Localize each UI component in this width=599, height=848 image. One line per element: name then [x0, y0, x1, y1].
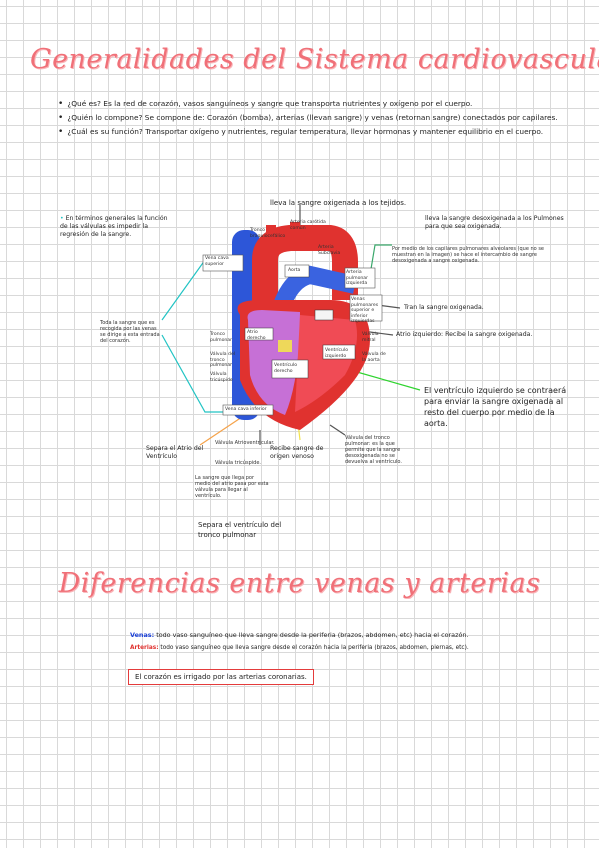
venas-text: todo vaso sanguíneo que lleva sangre des… [154, 631, 469, 639]
left-note-2: Toda la sangre que es recogida por las v… [100, 320, 160, 344]
label-valv-pulm: Válvula del tronco pulmonar [210, 352, 236, 368]
venas-definition: Venas: todo vaso sanguíneo que lleva san… [130, 631, 468, 639]
heart-shape [232, 222, 370, 430]
bottom-mid-note-5: Recibe sangre de origen venoso [270, 445, 324, 460]
label-ventr-izq: Ventrículo izquierdo [325, 348, 349, 359]
right-bottom-note: El ventrículo izquierdo se contraerá par… [424, 386, 567, 428]
arterias-text: todo vaso sanguíneo que lleva sangre des… [158, 645, 469, 651]
tricuspid-valve [278, 340, 292, 352]
box-vena-sup [202, 254, 244, 272]
bullet-text: ¿Quién lo compone? Se compone de: Corazó… [67, 113, 558, 122]
left-ventricle [295, 315, 358, 412]
label-tronco-braq: Tronco braquiocefálico [250, 228, 286, 239]
label-box-aorta [284, 264, 310, 278]
coronary-note-box: El corazón es irrigado por las arterias … [128, 669, 314, 685]
label-carotida: Arteria carótida común [290, 220, 326, 231]
label-vena-inf: Vena cava inferior [225, 407, 267, 412]
down-arrow-2 [329, 424, 346, 436]
right-top-note: lleva la sangre desoxigenada a los Pulmo… [425, 215, 564, 230]
arterias-definition: Arterias: todo vaso sanguíneo que lleva … [130, 645, 469, 651]
bottom-mid-note-2: Válvula tricúspide. [215, 460, 261, 466]
label-vena-sup: Vena cava superior [205, 256, 229, 267]
bottom-mid-note-3: La sangre que llega por medio del atrio … [195, 475, 269, 499]
right-mid-note-1: Tran la sangre oxigenada. [404, 304, 484, 311]
label-box-atrio [244, 327, 274, 341]
label-box-ventr [271, 359, 309, 379]
label-valv-mitral: Válvula mitral [362, 332, 379, 343]
label-aorta: Aorta [288, 268, 301, 273]
aorta-arch [252, 225, 358, 330]
bullet-text: ¿Cuál es su función? Transportar oxígeno… [67, 127, 544, 136]
bottom-right-note: Válvula del tronco pulmonar: es la que p… [345, 435, 402, 465]
branch-1 [266, 225, 276, 250]
label-art-pulm: Arteria pulmonar izquierda [346, 270, 369, 286]
right-top-small-note: Por medio de los capilares pulmonares al… [392, 246, 545, 264]
branch-2 [290, 222, 300, 247]
right-mid-note-2: Atrio izquierdo: Recibe la sangre oxigen… [396, 331, 533, 338]
box-venas-pulm [349, 294, 383, 322]
page-title: Generalidades del Sistema cardiovascular [30, 44, 599, 75]
box-vena-inf [222, 404, 274, 416]
arterias-label: Arterias: [130, 645, 159, 651]
left-note: • En términos generales la función de la… [60, 215, 168, 238]
bullet-funcion: •¿Cuál es su función? Transportar oxígen… [58, 127, 544, 137]
label-ventr-der: Ventrículo derecho [274, 363, 298, 374]
section-title: Diferencias entre venas y arterias [58, 568, 541, 599]
heart-label-boxes [202, 254, 383, 416]
label-valv-aorta: Válvula de la aorta [362, 352, 386, 363]
bottom-mid-note-4: Separa el ventrículo del tronco pulmonar [198, 521, 282, 539]
valve [314, 309, 334, 321]
box-art-pulm [344, 267, 376, 289]
green-connector-top [369, 244, 392, 276]
venas-label: Venas: [130, 631, 155, 639]
label-atrio-der: Atrio derecho [247, 330, 266, 341]
label-tronco-pulm: Tronco pulmonar [210, 332, 233, 343]
bottom-left-note: Separa el Atrio del Ventrículo [146, 445, 204, 460]
bottom-mid-note-1: Válvula Atrioventricular. [215, 440, 275, 446]
orange-connector [199, 414, 246, 446]
bullet-que-es: •¿Qué es? Es la red de corazón, vasos sa… [58, 99, 473, 109]
branch-3 [312, 225, 322, 250]
bullet-quien: •¿Quién lo compone? Se compone de: Coraz… [58, 113, 558, 123]
cyan-connector-bottom [161, 334, 230, 413]
label-subclavia: Arteria Subclavia [318, 245, 341, 256]
top-label: lleva la sangre oxigenada a los tejidos. [270, 199, 407, 207]
label-venas-pulm: Venas pulmonares superior e inferior izq… [351, 297, 379, 324]
bullet-text: ¿Qué es? Es la red de corazón, vasos san… [67, 99, 473, 108]
label-valv-tric: Válvula tricúspide [210, 372, 233, 383]
label-box-mitral [322, 344, 356, 360]
green-connector-bottom [349, 369, 421, 391]
